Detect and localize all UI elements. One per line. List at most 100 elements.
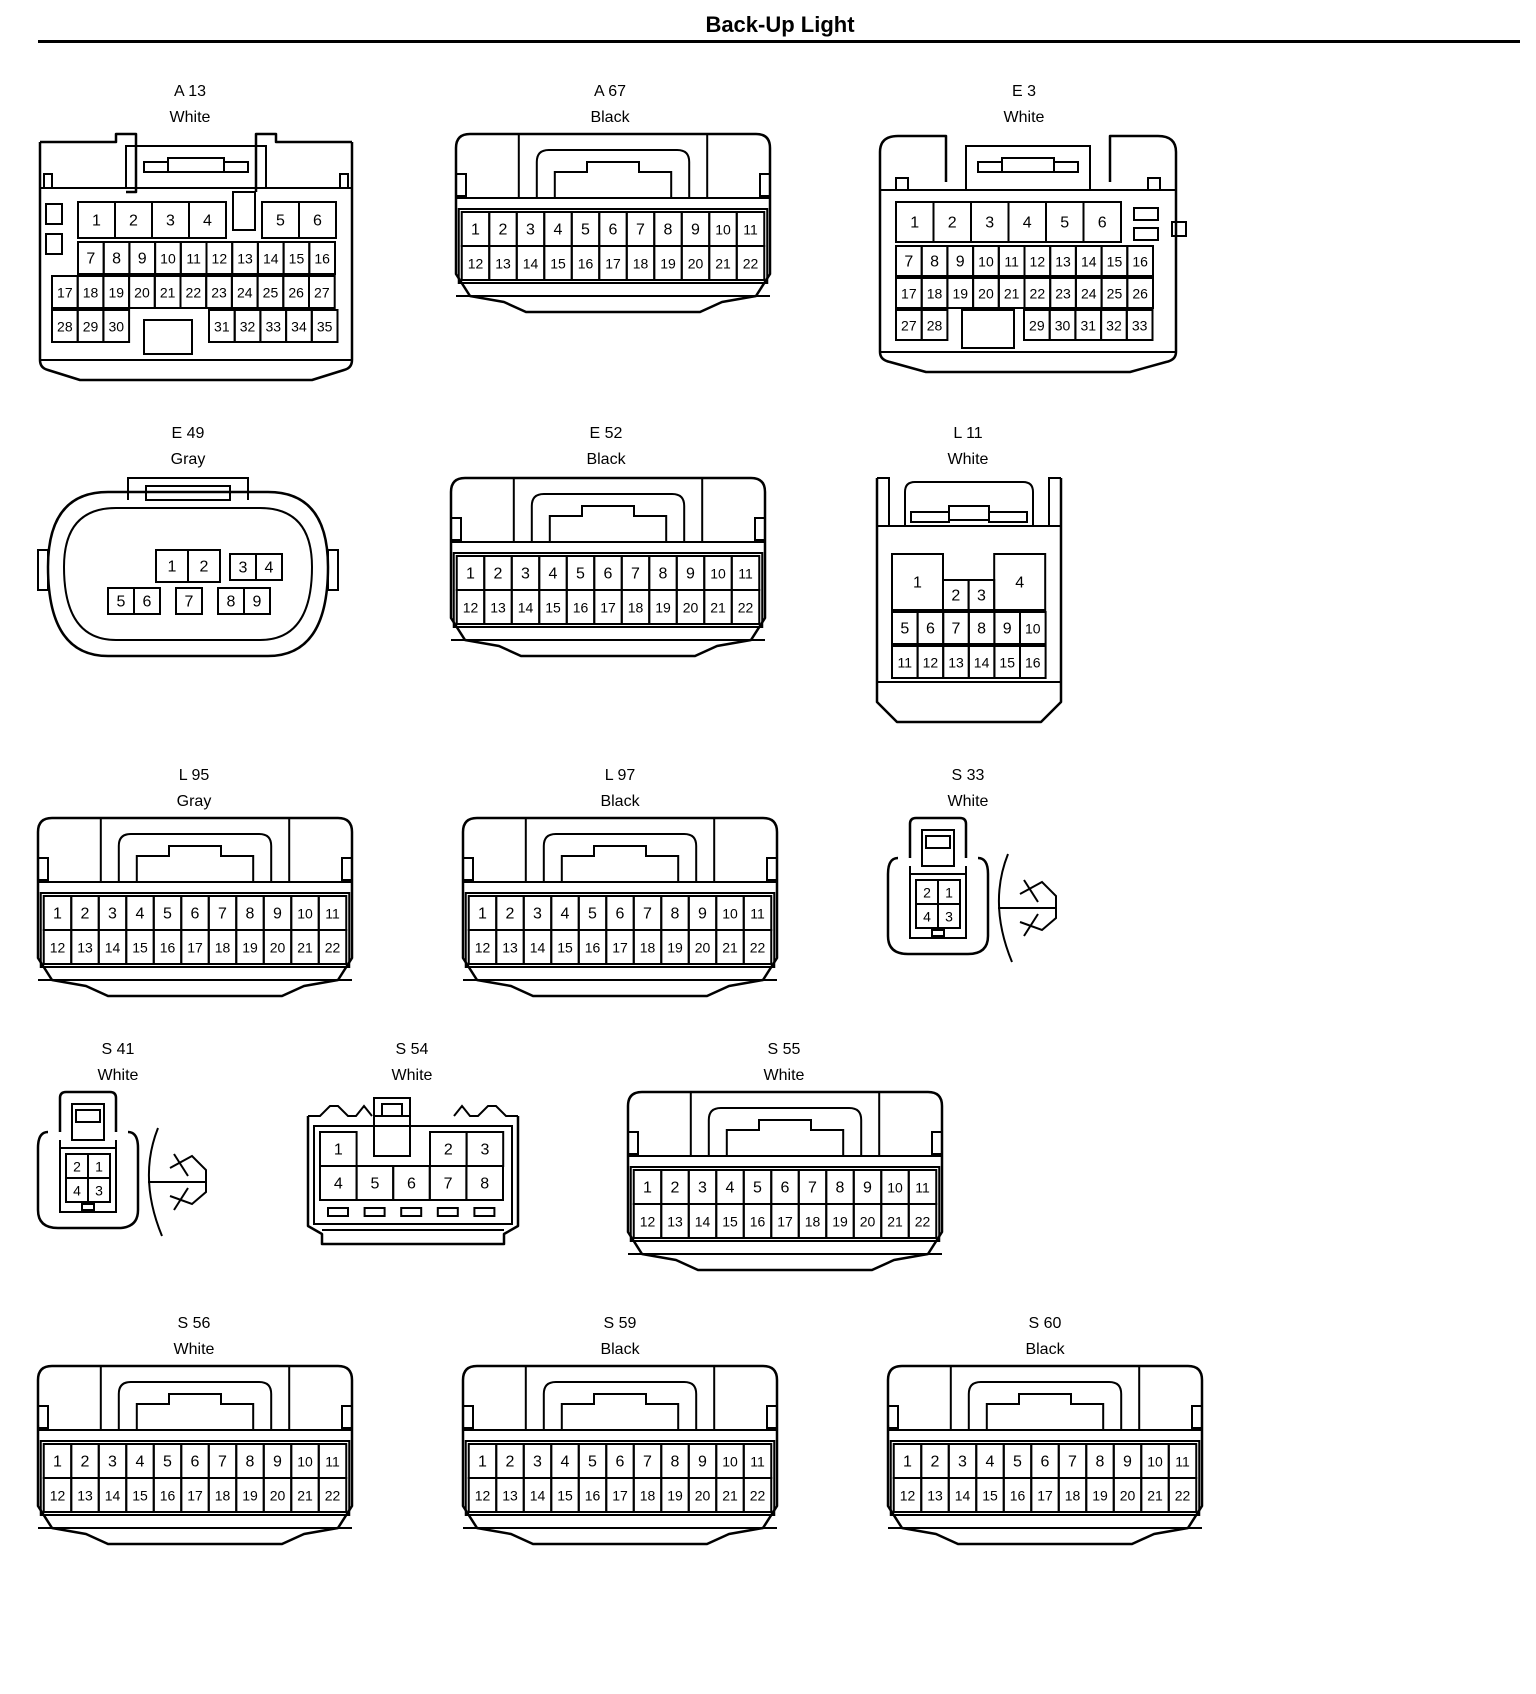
pin-label: 28 (57, 319, 73, 335)
pin-label: 16 (160, 940, 176, 956)
pin-label: 8 (246, 906, 255, 923)
pin-label: 8 (930, 254, 939, 271)
pin-label: 1 (903, 1454, 912, 1471)
pin-label: 2 (129, 213, 138, 230)
connector-color: Gray (177, 793, 212, 810)
pin-label: 1 (466, 566, 475, 583)
pin-label: 14 (263, 251, 279, 267)
pin-label: 3 (533, 1454, 542, 1471)
pin-label: 20 (695, 1488, 711, 1504)
pin-label: 8 (977, 621, 986, 638)
pin-label: 10 (160, 251, 176, 267)
key-slot (81, 1203, 95, 1211)
pin-label: 16 (1132, 254, 1148, 270)
latch-tab (223, 161, 249, 173)
pin-label: 1 (168, 559, 177, 576)
housing-outline (38, 132, 354, 382)
pin-label: 19 (108, 285, 124, 301)
pin-label: 26 (288, 285, 304, 301)
housing-outline (875, 478, 1063, 724)
title-rule (38, 40, 1520, 43)
latch-tab (167, 157, 225, 173)
connector-id: S 33 (952, 767, 985, 784)
wire-clip (997, 853, 1013, 963)
pin-label: 2 (73, 1159, 81, 1175)
key-slot (232, 191, 256, 231)
pin-label: 11 (750, 906, 765, 922)
pin-label: 28 (927, 318, 943, 334)
wire-clip (1023, 879, 1039, 937)
pin-label: 24 (237, 285, 253, 301)
pin-cell (920, 309, 949, 341)
pin-label: 2 (81, 906, 90, 923)
pin-label: 17 (600, 600, 616, 616)
pin-label: 4 (265, 560, 274, 577)
side-lug (327, 549, 339, 591)
pin-grid-frame (889, 1440, 1201, 1516)
pin-label: 12 (923, 655, 939, 671)
pin-label: 7 (643, 1454, 652, 1471)
latch-tab (985, 1393, 1105, 1430)
pin-label: 18 (640, 940, 656, 956)
pin-label: 7 (636, 222, 645, 239)
pin-label: 2 (948, 215, 957, 232)
pin-cell (243, 587, 271, 615)
pin-label: 1 (945, 885, 953, 901)
pin-grid-frame (464, 892, 776, 968)
pin-label: 21 (297, 940, 313, 956)
pin-label: 3 (108, 1454, 117, 1471)
pin-label: 20 (688, 256, 704, 272)
pin-label: 6 (313, 213, 322, 230)
pin-label: 2 (931, 1454, 940, 1471)
inner-outline (909, 866, 967, 939)
connector-id: A 13 (174, 83, 206, 100)
pin-grid-frame (457, 208, 769, 284)
connector-color: Black (590, 109, 630, 126)
pin-label: 21 (722, 1488, 738, 1504)
pin-label: 5 (370, 1176, 379, 1193)
side-notch (43, 173, 53, 189)
pin-label: 5 (276, 213, 285, 230)
pin-label: 5 (900, 621, 909, 638)
pin-label: 32 (240, 319, 256, 335)
key-slot (1171, 221, 1187, 237)
pin-label: 1 (95, 1159, 103, 1175)
pin-label: 2 (951, 588, 960, 605)
pin-label: 20 (270, 1488, 286, 1504)
pin-label: 20 (978, 286, 994, 302)
pin-label: 4 (1023, 215, 1032, 232)
pin-label: 17 (612, 1488, 628, 1504)
pin-grid-frame (464, 1440, 776, 1516)
pin-cell (1167, 1477, 1198, 1513)
pin-label: 2 (499, 222, 508, 239)
pin-cell (187, 549, 221, 583)
pin-label: 13 (502, 1488, 518, 1504)
pin-label: 11 (750, 1454, 765, 1470)
pin-label: 21 (160, 285, 176, 301)
connector-color: White (948, 451, 989, 468)
side-notch (1191, 1405, 1202, 1429)
pin-label: 15 (557, 1488, 573, 1504)
pin-label: 7 (218, 1454, 227, 1471)
pin-label: 10 (715, 222, 731, 238)
side-notch (38, 857, 49, 881)
latch-tab (75, 1109, 101, 1123)
pin-label: 18 (927, 286, 943, 302)
connector-id: S 41 (102, 1041, 135, 1058)
pin-label: 9 (698, 1454, 707, 1471)
pin-label: 12 (640, 1214, 656, 1230)
side-lug (37, 549, 49, 591)
pin-label: 3 (526, 222, 535, 239)
side-notch (759, 173, 770, 197)
pin-label: 7 (1068, 1454, 1077, 1471)
pin-label: 4 (561, 1454, 570, 1471)
pin-cell (1019, 645, 1047, 679)
pin-label: 31 (214, 319, 230, 335)
pin-label: 10 (710, 566, 726, 582)
pin-label: 17 (612, 940, 628, 956)
pin-label: 22 (1030, 286, 1046, 302)
pin-label: 11 (325, 1454, 340, 1470)
